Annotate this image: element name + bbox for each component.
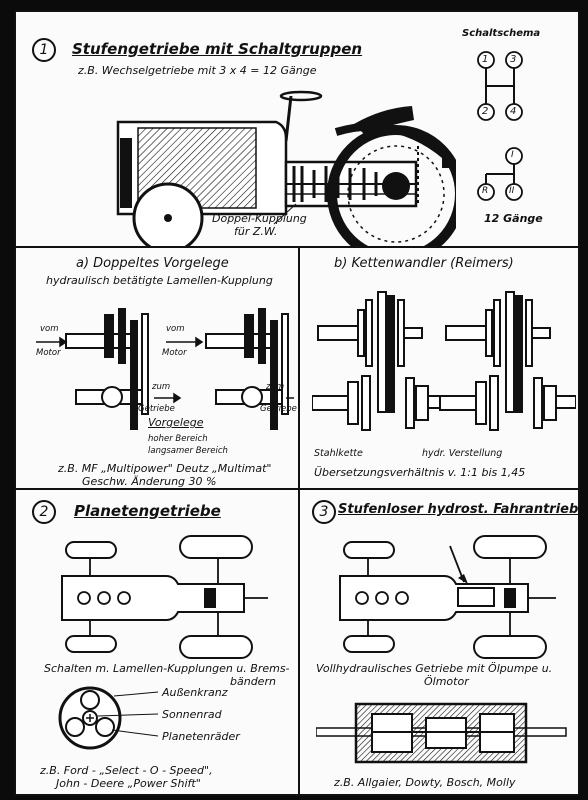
- section-a-right-output-1: zum: [266, 382, 285, 392]
- shift-pos-2-circle: [477, 103, 495, 121]
- vorgelege-label: Vorgelege: [148, 416, 204, 429]
- section-a-title: a) Doppeltes Vorgelege: [76, 256, 229, 271]
- section3-caption-line1: Vollhydraulisches Getriebe mit Ölpumpe u…: [316, 662, 553, 675]
- group-pos-II: II: [509, 186, 515, 196]
- schema-title: Schaltschema: [462, 28, 541, 39]
- clutch-label: Doppel-Kupplung: [212, 212, 307, 225]
- section-b-ratio: Übersetzungsverhältnis v. 1:1 bis 1,45: [314, 466, 526, 479]
- shift-pos-1-circle: [477, 51, 495, 69]
- section1-title: Stufengetriebe mit Schaltgruppen: [72, 40, 363, 58]
- group-pos-R: R: [482, 186, 489, 196]
- shift-pos-4-circle: [505, 103, 523, 121]
- divider-middle: [16, 488, 578, 490]
- group-pos-I-circle: [505, 147, 523, 165]
- sun-gear-label: Sonnenrad: [162, 708, 222, 721]
- section-b-title: b) Kettenwandler (Reimers): [334, 256, 514, 271]
- planetary-tractor-layout: [61, 535, 268, 659]
- section-a-right-output-2: Getriebe: [260, 404, 297, 414]
- low-range-label: langsamer Bereich: [148, 446, 228, 456]
- hydrostatic-drive-section: [316, 702, 567, 764]
- section-a-speed-change: Geschw. Änderung 30 %: [82, 475, 217, 488]
- divider-section1: [16, 246, 578, 248]
- section1-example: z.B. Wechselgetriebe mit 3 x 4 = 12 Gäng…: [78, 64, 317, 77]
- ring-gear-label: Außenkranz: [162, 686, 228, 699]
- hydraulic-adjust-label: hydr. Verstellung: [422, 448, 503, 459]
- shift-pos-3-circle: [505, 51, 523, 69]
- section2-examples-line2: John - Deere „Power Shift": [56, 777, 201, 790]
- shift-pos-4: 4: [510, 106, 517, 117]
- section2-number: 2: [32, 500, 56, 524]
- group-pos-II-circle: [505, 183, 523, 201]
- section3-caption-line2: Ölmotor: [424, 675, 469, 688]
- high-range-label: hoher Bereich: [148, 434, 208, 444]
- planetary-gear-drawing: [58, 686, 159, 750]
- section3-examples: z.B. Allgaier, Dowty, Bosch, Molly: [334, 776, 516, 789]
- section3-title: Stufenloser hydrost. Fahrantrieb: [338, 502, 579, 517]
- gears-label: 12 Gänge: [484, 212, 543, 225]
- steel-chain-label: Stahlkette: [314, 448, 363, 459]
- shift-pattern-diagram: [477, 51, 523, 201]
- section2-examples-line1: z.B. Ford - „Select - O - Speed",: [40, 764, 213, 777]
- shift-pos-2: 2: [482, 106, 489, 117]
- section2-caption-line2: bändern: [230, 675, 276, 688]
- group-pos-I: I: [511, 150, 514, 160]
- planet-gears-label: Planetenräder: [162, 730, 240, 743]
- section-a-left-output-2: Getriebe: [138, 404, 175, 414]
- shift-pos-3: 3: [510, 54, 517, 65]
- double-countershaft-drawing: [36, 307, 294, 431]
- section-a-left-output-1: zum: [152, 382, 171, 392]
- diagram-sheet: 1 Stufengetriebe mit Schaltgruppen z.B. …: [14, 10, 580, 796]
- section2-title: Planetengetriebe: [74, 502, 221, 520]
- divider-vertical: [298, 248, 300, 794]
- chain-converter-drawing: [312, 291, 576, 431]
- section-a-subtitle: hydraulisch betätigte Lamellen-Kupplung: [46, 274, 273, 287]
- hydrostatic-tractor-layout: [339, 535, 556, 659]
- section-a-examples: z.B. MF „Multipower" Deutz „Multimat": [58, 462, 272, 475]
- clutch-label-sub: für Z.W.: [234, 225, 278, 238]
- shift-pos-1: 1: [482, 54, 489, 65]
- section1-number: 1: [32, 38, 56, 62]
- tractor-transmission-drawing: [116, 90, 456, 246]
- section-a-left-input-2: Motor: [36, 348, 61, 358]
- section-a-right-input-2: Motor: [162, 348, 187, 358]
- section3-number: 3: [312, 500, 336, 524]
- section2-caption-line1: Schalten m. Lamellen-Kupplungen u. Brems…: [44, 662, 290, 675]
- section-a-right-input-1: vom: [166, 324, 185, 334]
- group-pos-R-circle: [477, 183, 495, 201]
- section-a-left-input-1: vom: [40, 324, 59, 334]
